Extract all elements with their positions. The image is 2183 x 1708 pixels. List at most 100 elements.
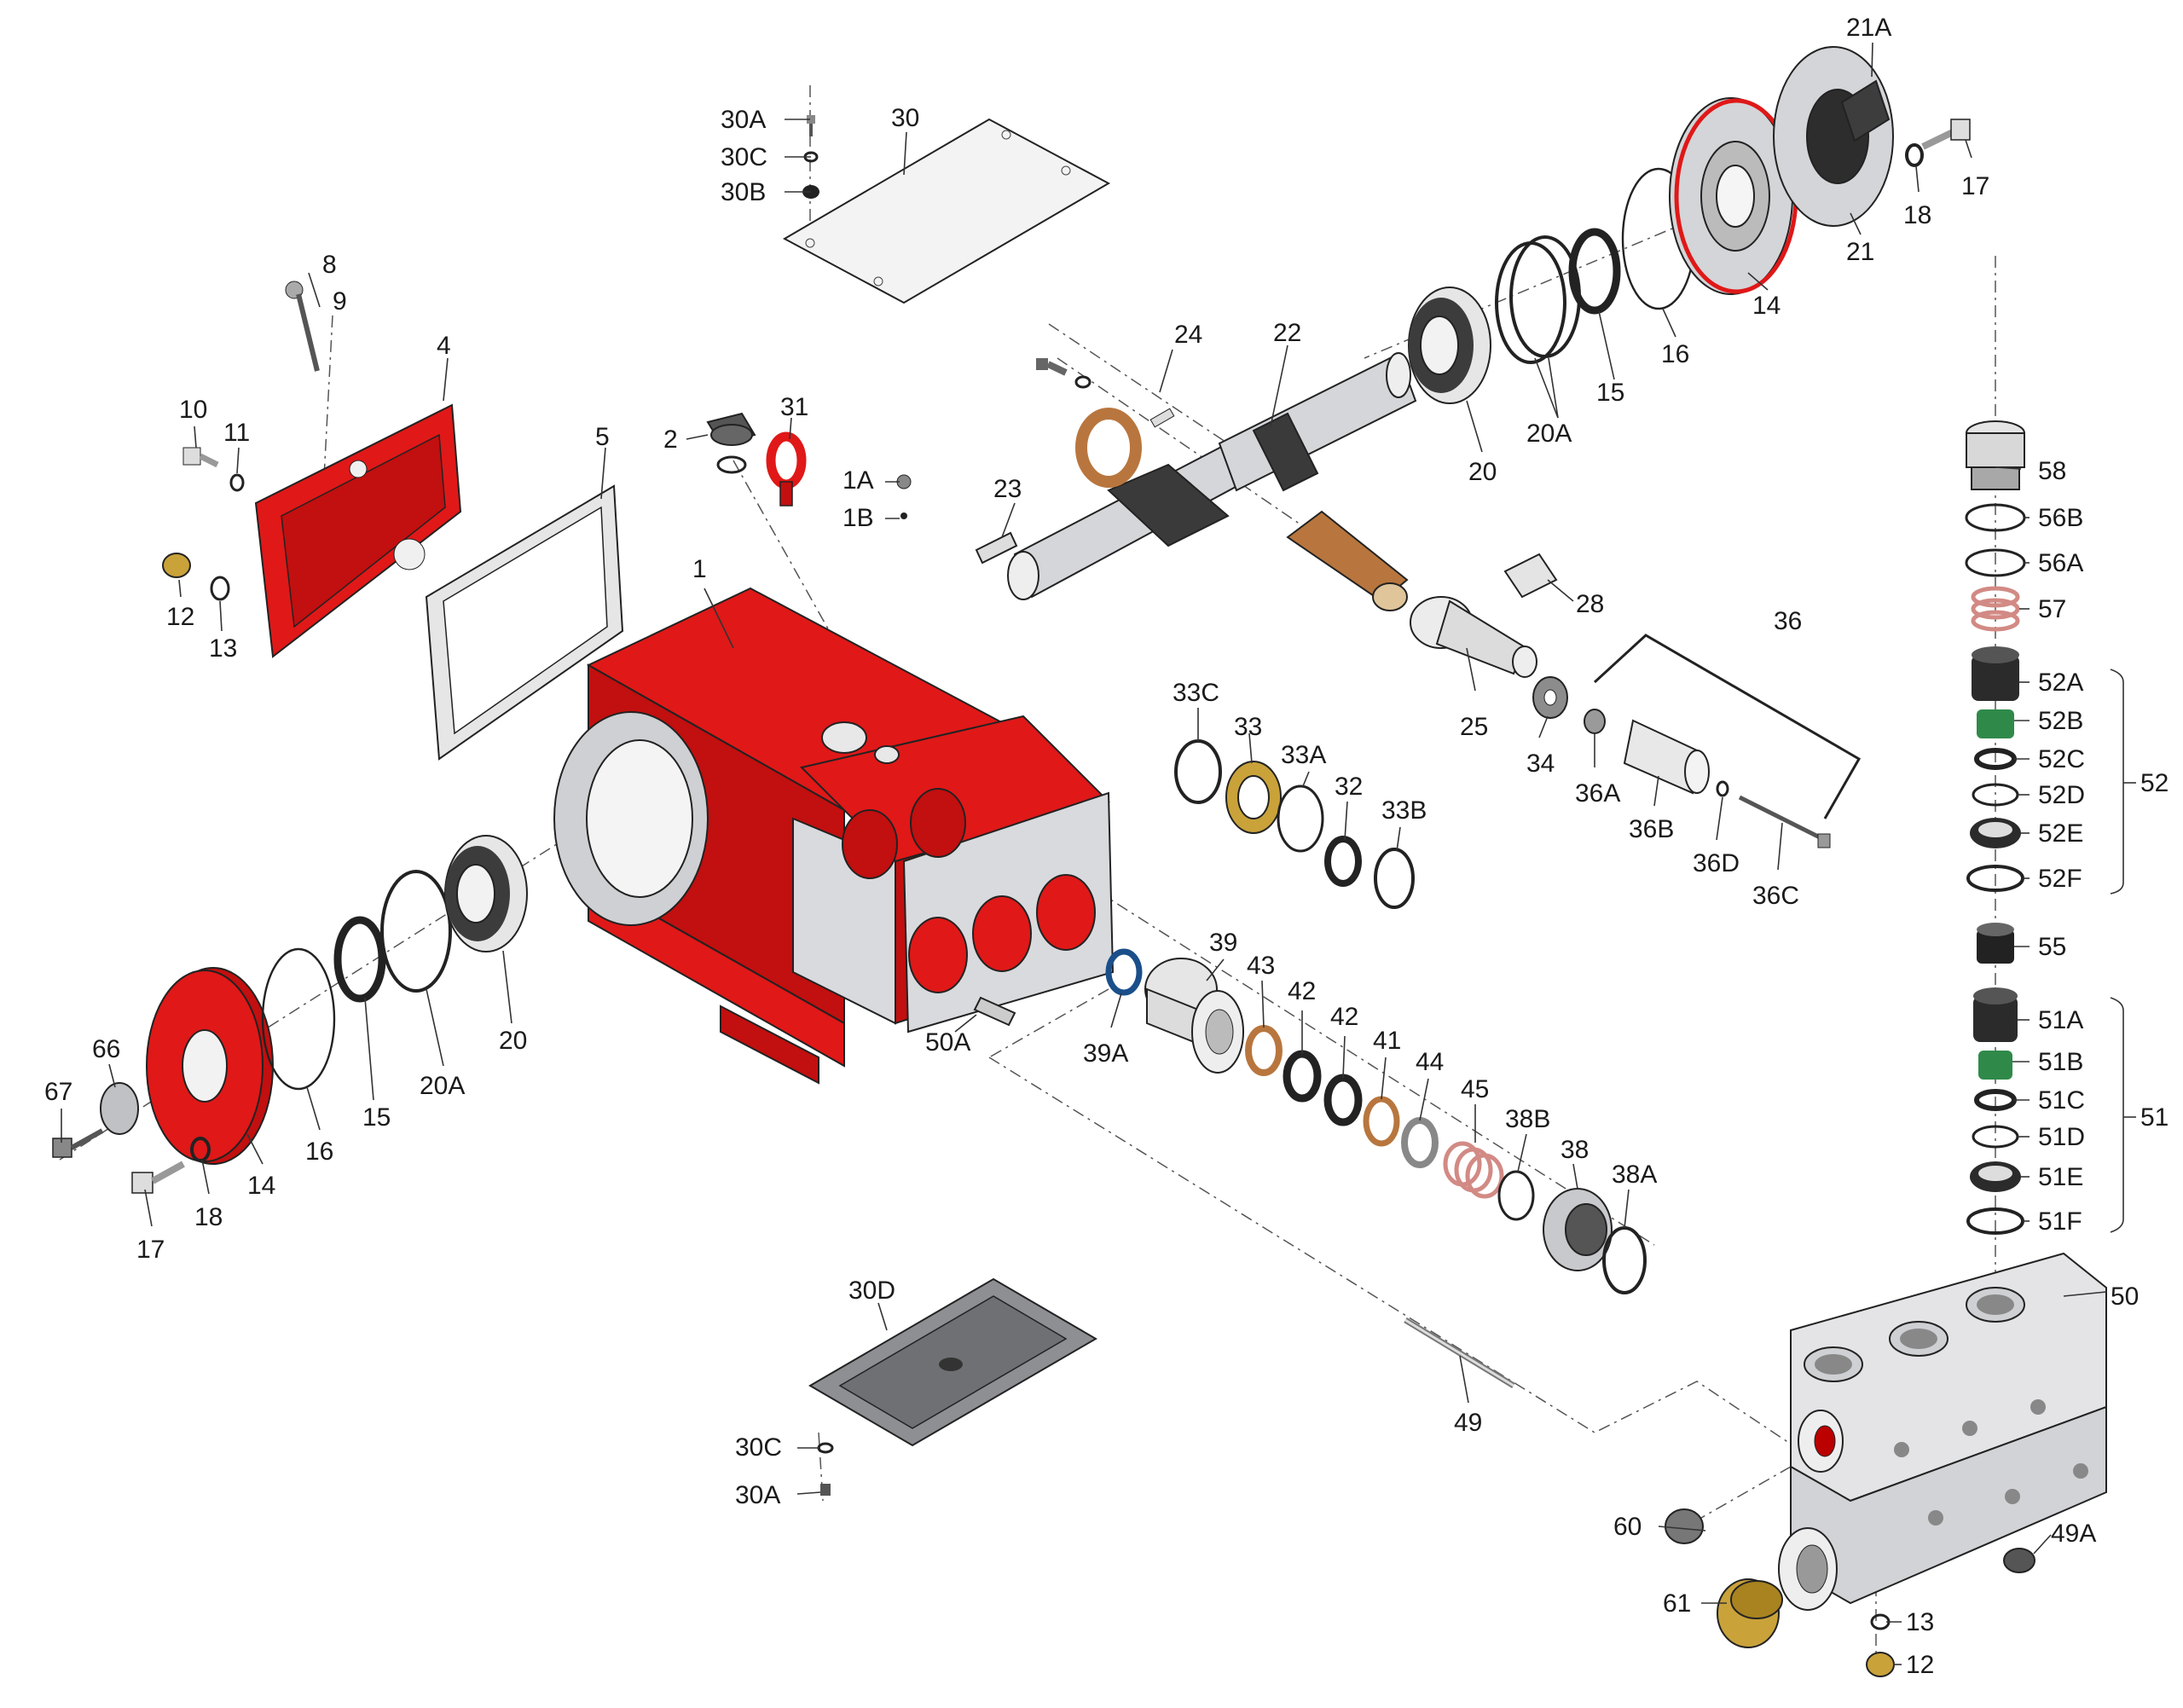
screw-17-left	[131, 1161, 185, 1194]
plug-12-bottom	[1866, 1652, 1895, 1677]
label-51F: 51F	[2038, 1207, 2082, 1236]
label-12-top: 12	[166, 603, 194, 631]
label-30: 30	[891, 104, 919, 132]
label-1A: 1A	[843, 466, 874, 495]
label-33B: 33B	[1381, 796, 1427, 825]
seal-42-a	[1283, 1050, 1322, 1103]
label-25: 25	[1460, 713, 1488, 741]
label-30D: 30D	[848, 1277, 895, 1305]
ring-44	[1401, 1117, 1439, 1168]
label-20A-left: 20A	[420, 1072, 465, 1100]
label-14-left: 14	[247, 1172, 275, 1200]
screw-10	[182, 447, 219, 468]
seal-15-left	[333, 916, 386, 1003]
label-16-left: 16	[305, 1138, 333, 1166]
label-51D: 51D	[2038, 1123, 2085, 1151]
crosshead-25	[1410, 596, 1537, 678]
label-52D: 52D	[2038, 781, 2085, 809]
seal-33	[1225, 761, 1282, 834]
label-41: 41	[1373, 1027, 1401, 1055]
seal-32	[1324, 836, 1362, 887]
label-52B: 52B	[2038, 707, 2083, 735]
label-52C: 52C	[2038, 745, 2085, 773]
label-30A-bottom: 30A	[735, 1481, 780, 1509]
label-67: 67	[44, 1078, 72, 1106]
seal-15-right	[1568, 228, 1621, 315]
spring-51B	[1978, 1051, 2012, 1080]
label-20A-right: 20A	[1526, 420, 1572, 448]
bracket-36	[1593, 634, 1862, 819]
label-51E: 51E	[2038, 1163, 2083, 1191]
part-labels: 1 1A 1B 2 4 5 8 9 10 11 12 13 14 15 16 1…	[44, 14, 2169, 1679]
label-58: 58	[2038, 457, 2066, 485]
seat-51E	[1970, 1161, 2021, 1192]
bottom-cover-30D	[808, 1277, 1097, 1447]
breather-plug-2	[706, 412, 756, 474]
label-52: 52	[2140, 769, 2169, 797]
crankcase-housing-1	[553, 587, 1115, 1085]
label-36A: 36A	[1575, 779, 1620, 808]
bearing-cover-left	[146, 967, 274, 1165]
label-24: 24	[1174, 321, 1202, 349]
label-1B: 1B	[843, 504, 874, 532]
label-16-right: 16	[1661, 340, 1689, 368]
valve-cage-51A	[1973, 987, 2018, 1042]
oil-cover-4	[254, 403, 462, 658]
label-9: 9	[333, 287, 347, 316]
label-17-right: 17	[1961, 172, 1989, 200]
label-23: 23	[993, 475, 1022, 503]
label-30C-bottom: 30C	[735, 1433, 782, 1462]
label-18-left: 18	[194, 1203, 223, 1231]
label-34: 34	[1526, 750, 1555, 778]
label-36C: 36C	[1752, 882, 1799, 910]
ring-41	[1363, 1096, 1400, 1147]
label-51A: 51A	[2038, 1006, 2083, 1034]
spring-45	[1443, 1141, 1504, 1199]
oring-13-top	[210, 576, 230, 601]
plug-12-top	[162, 553, 191, 578]
label-31: 31	[780, 393, 808, 421]
screw-30A-top	[807, 115, 815, 136]
wrist-pin-28	[1503, 553, 1558, 599]
label-56A: 56A	[2038, 549, 2083, 577]
bearing-20-left	[444, 835, 528, 952]
plunger-assembly-36	[1584, 709, 1831, 848]
label-21: 21	[1846, 238, 1874, 266]
label-49A: 49A	[2051, 1520, 2096, 1548]
valve-cage-52A	[1972, 646, 2019, 701]
valve-plug-58	[1966, 420, 2025, 490]
washer-34	[1532, 676, 1568, 719]
label-14-right: 14	[1752, 292, 1781, 320]
ring-33A	[1277, 785, 1324, 853]
label-52E: 52E	[2038, 819, 2083, 848]
label-28: 28	[1576, 590, 1604, 618]
label-50: 50	[2111, 1282, 2139, 1311]
leader-lines	[61, 42, 2136, 1665]
label-15-right: 15	[1596, 379, 1624, 407]
top-cover-plate-30	[782, 118, 1111, 304]
label-56B: 56B	[2038, 504, 2083, 532]
label-42-b: 42	[1330, 1003, 1358, 1031]
label-42-a: 42	[1288, 977, 1316, 1005]
label-38A: 38A	[1612, 1161, 1657, 1189]
label-51: 51	[2140, 1103, 2169, 1132]
label-36B: 36B	[1629, 815, 1674, 843]
label-13-bottom: 13	[1906, 1608, 1934, 1636]
circlip-33B	[1374, 848, 1415, 909]
label-20-left: 20	[499, 1027, 527, 1055]
label-50A: 50A	[925, 1028, 970, 1057]
screw-30A-bottom	[820, 1484, 831, 1496]
label-12-bottom: 12	[1906, 1651, 1934, 1679]
label-8: 8	[322, 251, 337, 279]
label-61: 61	[1663, 1589, 1691, 1618]
washer-18-right	[1905, 143, 1924, 167]
label-55: 55	[2038, 933, 2066, 961]
plug-60	[1665, 1508, 1704, 1544]
label-15-left: 15	[362, 1103, 391, 1132]
spacer-55	[1977, 923, 2014, 964]
label-17-left: 17	[136, 1236, 165, 1264]
oring-38A	[1602, 1226, 1647, 1294]
pin-23	[975, 531, 1018, 565]
ring-20A-right-a	[1495, 241, 1566, 364]
label-10: 10	[179, 396, 207, 424]
